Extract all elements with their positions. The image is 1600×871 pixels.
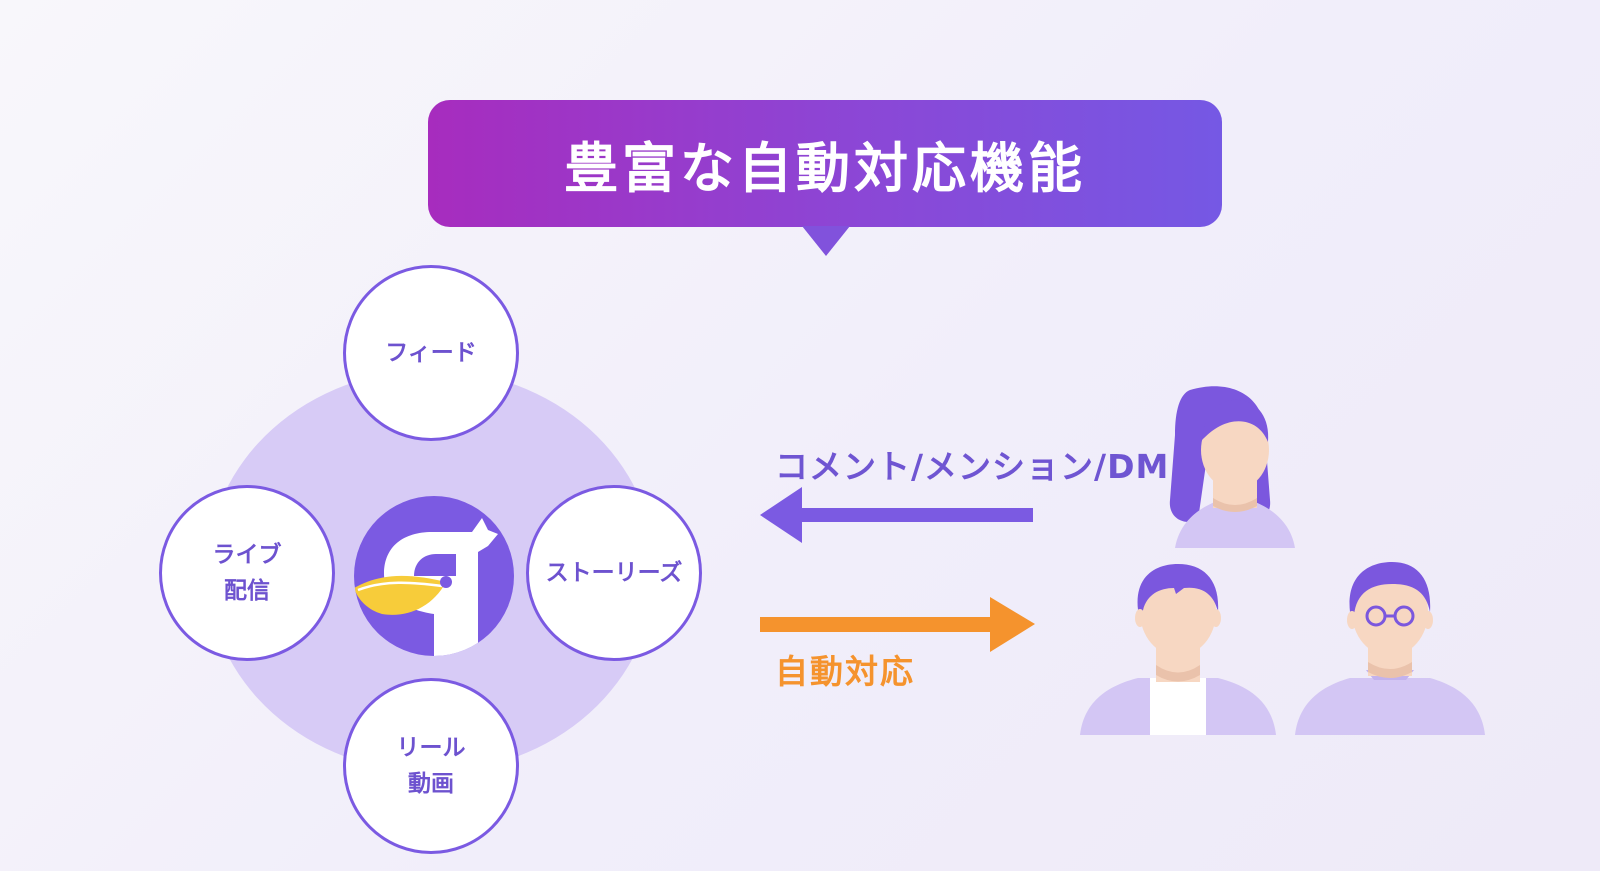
man-glasses-user-icon: [1295, 562, 1485, 735]
node-stories: ストーリーズ: [526, 485, 702, 661]
node-live: ライブ 配信: [159, 485, 335, 661]
banner-pointer: [802, 226, 850, 256]
brand-logo-icon: [354, 496, 514, 656]
title-banner: 豊富な自動対応機能: [428, 100, 1222, 227]
node-feed-label: フィード: [385, 340, 477, 366]
woman-user-icon: [1169, 386, 1295, 548]
node-reels: リール 動画: [343, 678, 519, 854]
man-user-icon: [1080, 564, 1276, 735]
page-title: 豊富な自動対応機能: [564, 137, 1086, 200]
node-reels-label: リール 動画: [396, 735, 466, 797]
arrow-right-icon: [760, 597, 1035, 652]
node-live-label: ライブ 配信: [212, 542, 282, 604]
incoming-channels-label: コメント/メンション/DM: [775, 447, 1170, 486]
node-stories-label: ストーリーズ: [545, 560, 683, 586]
auto-response-label: 自動対応: [775, 652, 915, 691]
node-feed: フィード: [343, 265, 519, 441]
arrow-left-icon: [760, 487, 1033, 543]
